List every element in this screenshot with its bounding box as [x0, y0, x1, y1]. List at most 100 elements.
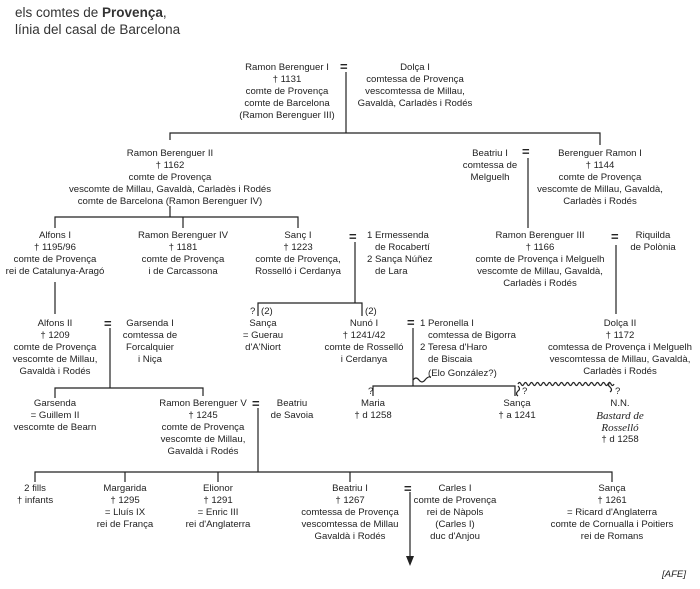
person-line: Ramon Berenguer IV	[137, 230, 229, 241]
marriage-sign: =	[340, 59, 348, 74]
person-line: de Lara	[367, 266, 408, 277]
person-line: rei d'Anglaterra	[185, 519, 251, 530]
person-line: Alfons I	[38, 230, 71, 241]
marriage-sign: =	[611, 229, 619, 244]
person-line: Carles I	[438, 483, 472, 494]
person-line: comtessa de Provença i Melguelh	[548, 342, 692, 353]
person-line: Dolça II	[603, 318, 637, 329]
person-line: Dolça I	[400, 62, 430, 73]
person-elo: (Elo González?)	[428, 368, 497, 380]
person-line: Ramon Berenguer II	[126, 148, 214, 159]
person-line: = Enric III	[197, 507, 239, 518]
person-fills: 2 fills† infants	[17, 483, 53, 507]
person-line: † a 1241	[498, 410, 536, 421]
unknown-mark: ?	[250, 306, 256, 317]
person-line: (Ramon Berenguer III)	[239, 110, 335, 121]
person-line: de Biscaia	[420, 354, 473, 365]
person-line: de Rocabertí	[367, 242, 430, 253]
person-line: † infants	[16, 495, 54, 506]
person-line: comte de Provença	[161, 422, 245, 433]
person-line: rei de Catalunya-Aragó	[5, 266, 105, 277]
person-line: † d 1258	[601, 434, 639, 445]
marriage-sign: =	[407, 315, 415, 330]
person-line: Beatriu	[276, 398, 308, 409]
person-line: † 1223	[283, 242, 313, 253]
person-line: Alfons II	[37, 318, 73, 329]
second-marriage-mark: (2)	[261, 306, 273, 317]
person-line: † 1209	[40, 330, 70, 341]
person-line: Garsenda I	[126, 318, 174, 329]
person-line: Maria	[360, 398, 385, 409]
person-line: comtessa de Bigorra	[420, 330, 516, 341]
person-line: Beatriu I	[332, 483, 368, 494]
person-line: = Guerau	[242, 330, 284, 341]
person-line: Carladès i Rodés	[583, 366, 657, 377]
person-line: Gavaldà, Carladès i Rodés	[357, 98, 473, 109]
person-line: † 1267	[335, 495, 365, 506]
person-line: comte de Provença	[128, 172, 212, 183]
person-line: comte de Rosselló	[324, 342, 404, 353]
title-bold: Provença	[102, 5, 163, 20]
person-line: rei de França	[96, 519, 154, 530]
person-line: Beatriu I	[472, 148, 508, 159]
person-line: 2 fills	[24, 483, 46, 494]
person-line: rei de Nàpols	[426, 507, 484, 518]
person-line: Ramon Berenguer I	[245, 62, 329, 73]
person-line: Elionor	[203, 483, 233, 494]
person-line: † 1162	[155, 160, 185, 171]
person-line: Berenguer Ramon I	[558, 148, 642, 159]
unknown-mark: ?	[522, 386, 528, 397]
person-line: Melguelh	[470, 172, 510, 183]
person-line: de Polònia	[630, 242, 676, 253]
person-line: Gavaldà i Rodés	[314, 531, 386, 542]
person-line: comtessa de	[122, 330, 178, 341]
illegitimate-line-nn	[517, 381, 615, 387]
person-line: Gavaldà i Rodés	[167, 446, 239, 457]
person-line: Forcalquier	[126, 342, 174, 353]
person-line: 1 Peronella I	[420, 318, 474, 329]
person-line: = Lluís IX	[104, 507, 146, 518]
unknown-mark: ?	[368, 386, 374, 397]
person-line: comtessa de	[462, 160, 518, 171]
person-line: comtessa de Provença	[366, 74, 464, 85]
title-punct: ,	[162, 5, 167, 20]
person-line: Ramon Berenguer V	[159, 398, 247, 409]
person-line: i de Carcassona	[148, 266, 218, 277]
connector-lines	[34, 72, 617, 558]
person-line: comte de Provença	[558, 172, 642, 183]
person-line: vescomtessa de Millau, Gavaldà,	[549, 354, 691, 365]
person-line: Garsenda	[33, 398, 77, 409]
person-line: † 1261	[597, 495, 627, 506]
person-line: comtessa de Provença	[301, 507, 399, 518]
person-line: Carladès i Rodés	[503, 278, 577, 289]
person-line: comte de Provença	[413, 495, 497, 506]
marriage-sign: =	[104, 316, 112, 331]
person-line: † 1131	[272, 74, 302, 85]
person-line: d'A'Niort	[245, 342, 281, 353]
person-line: comte de Barcelona (Ramon Berenguer IV)	[77, 196, 263, 207]
person-line: Gavaldà i Rodés	[19, 366, 91, 377]
person-line: de Savoia	[270, 410, 314, 421]
person-line: † 1172	[605, 330, 635, 341]
person-maria: Maria† d 1258	[354, 398, 391, 422]
person-line: i Niça	[138, 354, 162, 365]
person-line: Sança	[503, 398, 531, 409]
